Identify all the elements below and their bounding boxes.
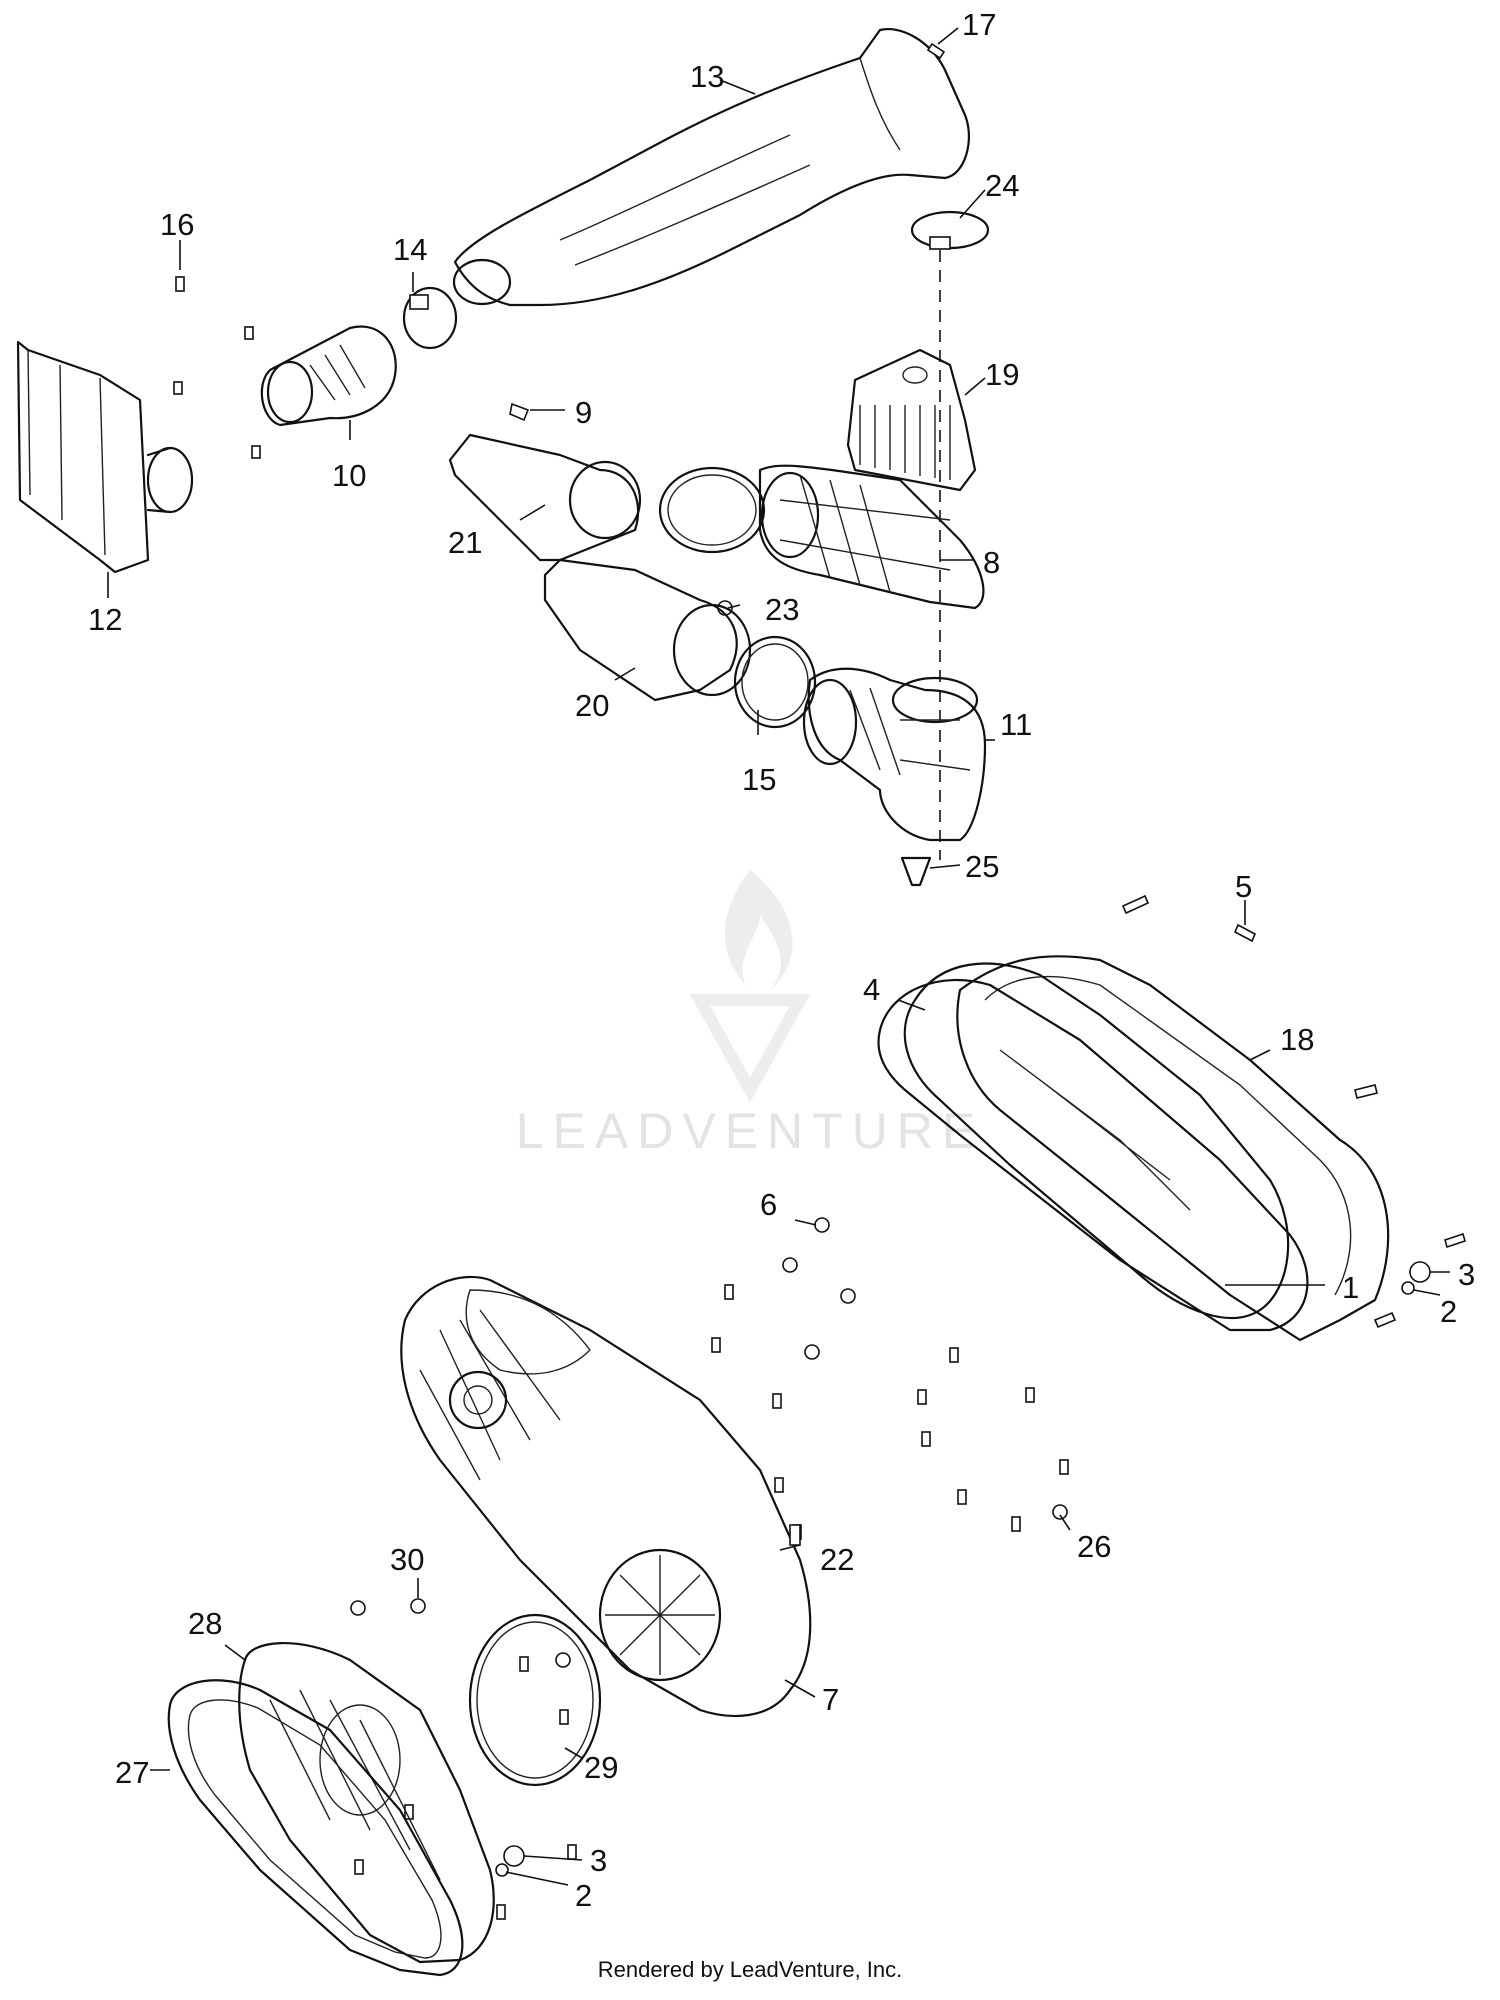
callout-labels: 1 2 2 3 3 4 5 6 7 8 9 10 11 12 13 14 15 … bbox=[88, 7, 1475, 1913]
part-28-cover-plate bbox=[238, 1642, 495, 1964]
callout-30: 30 bbox=[390, 1542, 424, 1577]
part-16-screw bbox=[175, 276, 185, 292]
screws-group-upper-left bbox=[173, 326, 261, 459]
callout-7: 7 bbox=[822, 1682, 839, 1717]
part-11-elbow-boot bbox=[802, 667, 987, 842]
part-2-washer-lower bbox=[495, 1863, 509, 1877]
callout-27: 27 bbox=[115, 1755, 149, 1790]
callout-2-lower: 2 bbox=[575, 1878, 592, 1913]
footer-credit: Rendered by LeadVenture, Inc. bbox=[597, 1957, 903, 1982]
part-17-screw bbox=[926, 42, 946, 60]
callout-19: 19 bbox=[985, 357, 1019, 392]
part-1-inner-cover bbox=[877, 978, 1309, 1332]
part-21-bracket bbox=[448, 433, 642, 562]
callout-17: 17 bbox=[962, 7, 996, 42]
part-10-intake-boot bbox=[260, 325, 397, 427]
watermark-text: LEADVENTURE bbox=[516, 1103, 985, 1159]
callout-3-right: 3 bbox=[1458, 1257, 1475, 1292]
part-7-inner-clutch-cover bbox=[400, 1275, 812, 1718]
leader-lines bbox=[107, 27, 1450, 1886]
callout-15: 15 bbox=[742, 762, 776, 797]
callout-20: 20 bbox=[575, 688, 609, 723]
callout-12: 12 bbox=[88, 602, 122, 637]
callout-11: 11 bbox=[1000, 707, 1032, 742]
part-19-screen bbox=[846, 348, 977, 492]
part-29-ring-seal bbox=[468, 1613, 602, 1787]
callout-2-right: 2 bbox=[1440, 1294, 1457, 1329]
part-22-screw bbox=[789, 1524, 801, 1546]
watermark-logo bbox=[689, 870, 811, 1103]
screws-group-center bbox=[711, 1217, 1069, 1540]
part-8-filter-housing bbox=[758, 464, 985, 610]
callout-24: 24 bbox=[985, 168, 1019, 203]
part-13-air-duct bbox=[452, 27, 970, 307]
callout-6: 6 bbox=[760, 1187, 777, 1222]
part-3-plug-lower bbox=[503, 1845, 525, 1867]
part-9-screw bbox=[509, 402, 530, 422]
ring-clamp-upper bbox=[658, 466, 766, 554]
part-4-cover-seal bbox=[903, 962, 1290, 1319]
part-24-hose-clamp bbox=[910, 210, 990, 250]
callout-21: 21 bbox=[448, 525, 482, 560]
part-3-plug-right bbox=[1409, 1261, 1431, 1283]
callout-18: 18 bbox=[1280, 1022, 1314, 1057]
callout-22: 22 bbox=[820, 1542, 854, 1577]
callout-29: 29 bbox=[584, 1750, 618, 1785]
screws-group-right bbox=[1121, 894, 1466, 1329]
callout-25: 25 bbox=[965, 849, 999, 884]
callout-13: 13 bbox=[690, 59, 724, 94]
callout-23: 23 bbox=[765, 592, 799, 627]
part-2-washer-right bbox=[1401, 1281, 1415, 1295]
callout-3-lower: 3 bbox=[590, 1843, 607, 1878]
callout-1: 1 bbox=[1342, 1270, 1359, 1305]
part-12-duct-box bbox=[16, 340, 194, 574]
callout-28: 28 bbox=[188, 1606, 222, 1641]
part-18-outer-cover bbox=[956, 955, 1390, 1342]
part-27-gasket bbox=[167, 1679, 464, 1977]
callout-26: 26 bbox=[1077, 1529, 1111, 1564]
screws-group-lower-left bbox=[350, 1598, 577, 1920]
part-15-ring-clamp bbox=[733, 635, 817, 729]
callout-14: 14 bbox=[393, 232, 427, 267]
part-25-drain-cone bbox=[900, 856, 932, 887]
callout-10: 10 bbox=[332, 458, 366, 493]
callout-4: 4 bbox=[863, 972, 880, 1007]
callout-5: 5 bbox=[1235, 869, 1252, 904]
callout-9: 9 bbox=[575, 395, 592, 430]
part-14-hose-clamp bbox=[402, 286, 458, 350]
callout-8: 8 bbox=[983, 545, 1000, 580]
part-20-bracket bbox=[543, 558, 752, 702]
callout-16: 16 bbox=[160, 207, 194, 242]
